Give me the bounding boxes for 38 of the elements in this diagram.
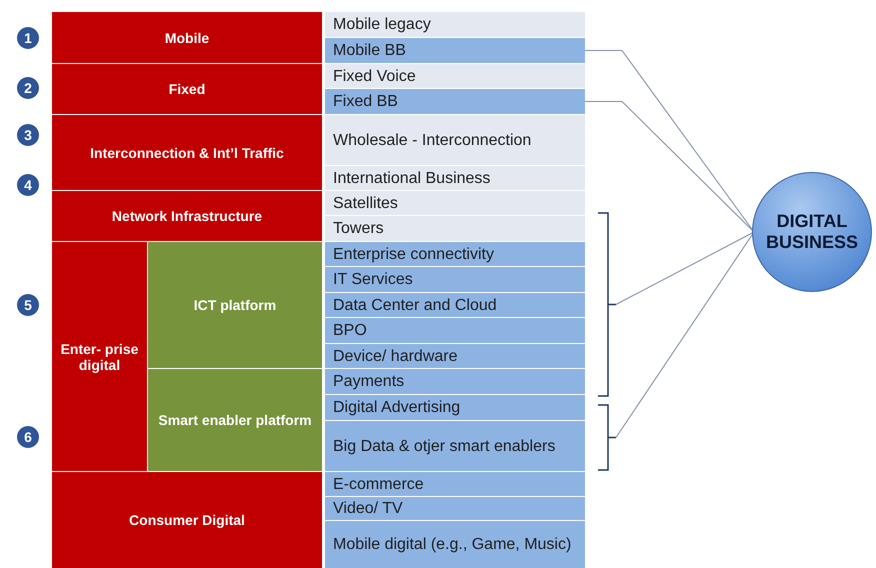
digital-business-circle: DIGITAL BUSINESS bbox=[752, 172, 872, 292]
service-row: Mobile legacy bbox=[325, 12, 585, 37]
service-row: Fixed Voice bbox=[325, 64, 585, 88]
category-block: Mobile bbox=[52, 12, 322, 63]
service-row: Big Data & otjer smart enablers bbox=[325, 421, 585, 471]
callout-number: 4 bbox=[17, 174, 39, 196]
connector-line bbox=[584, 101, 754, 232]
category-block: Fixed bbox=[52, 64, 322, 114]
callout-number: 6 bbox=[17, 426, 39, 448]
category-block: Enter- prise digital bbox=[52, 242, 147, 471]
category-block: Network Infrastructure bbox=[52, 191, 322, 241]
service-row: International Business bbox=[325, 166, 585, 190]
service-row: Device/ hardware bbox=[325, 344, 585, 368]
callout-number: 3 bbox=[17, 124, 39, 146]
platform-block: ICT platform bbox=[148, 242, 322, 368]
service-row: Video/ TV bbox=[325, 497, 585, 520]
service-row: Mobile digital (e.g., Game, Music) bbox=[325, 521, 585, 568]
platform-block: Smart enabler platform bbox=[148, 369, 322, 471]
service-row: E-commerce bbox=[325, 472, 585, 496]
service-row: Satellites bbox=[325, 191, 585, 215]
service-row: Payments bbox=[325, 369, 585, 394]
service-row: Enterprise connectivity bbox=[325, 242, 585, 266]
category-block: Interconnection & Int’l Traffic bbox=[52, 115, 322, 190]
service-row: Towers bbox=[325, 216, 585, 241]
callout-number: 1 bbox=[17, 27, 39, 49]
service-row: BPO bbox=[325, 318, 585, 343]
service-row: Digital Advertising bbox=[325, 395, 585, 420]
connector-line bbox=[616, 232, 754, 305]
service-row: Data Center and Cloud bbox=[325, 293, 585, 317]
category-block: Consumer Digital bbox=[52, 472, 322, 568]
callout-number: 5 bbox=[17, 294, 39, 316]
curly-bracket bbox=[597, 212, 617, 397]
curly-bracket bbox=[597, 404, 617, 471]
service-row: IT Services bbox=[325, 267, 585, 292]
service-row: Wholesale - Interconnection bbox=[325, 115, 585, 165]
callout-number: 2 bbox=[17, 77, 39, 99]
service-row: Mobile BB bbox=[325, 38, 585, 63]
service-row: Fixed BB bbox=[325, 89, 585, 114]
